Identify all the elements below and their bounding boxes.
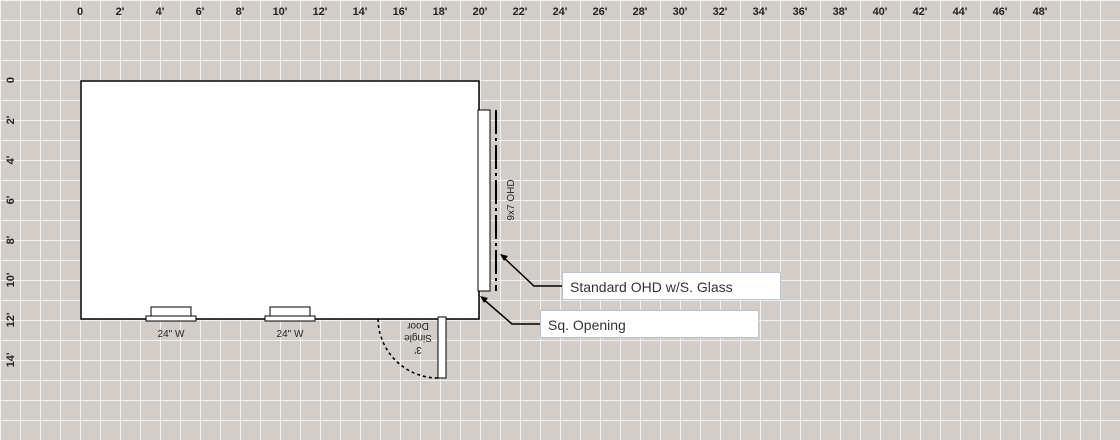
door-label-line-3: Door [406,320,428,331]
x-tick-label: 2' [116,6,125,18]
x-tick-label: 38' [833,6,848,18]
opening-leader-line [480,296,540,325]
y-ruler: 0 2' 4' 6' 8' 10' 12' 14' [5,77,17,367]
window-2-label: 24" W [277,329,304,340]
callout-ohd[interactable]: Standard OHD w/S. Glass [562,272,781,300]
y-tick-label: 12' [5,312,17,327]
x-tick-label: 18' [433,6,448,18]
x-tick-label: 30' [673,6,688,18]
window-2[interactable] [264,306,316,322]
callout-opening[interactable]: Sq. Opening [540,310,759,338]
x-tick-label: 46' [993,6,1008,18]
x-tick-label: 6' [196,6,205,18]
y-tick-label: 8' [5,235,17,244]
x-tick-label: 4' [156,6,165,18]
x-tick-label: 14' [353,6,368,18]
x-tick-label: 12' [313,6,328,18]
x-tick-label: 32' [713,6,728,18]
ohd-label: 9x7 OHD [506,179,517,220]
y-tick-label: 4' [5,155,17,164]
door-label: 3' Single Door [404,320,432,355]
x-tick-label: 22' [513,6,528,18]
x-tick-label: 44' [953,6,968,18]
x-tick-label: 34' [753,6,768,18]
x-tick-label: 36' [793,6,808,18]
x-tick-label: 42' [913,6,928,18]
y-tick-label: 14' [5,352,17,367]
door-label-line-2: Single [404,332,432,343]
ohd-leader-line [500,254,562,287]
building-outline[interactable] [80,80,480,320]
y-tick-label: 2' [5,115,17,124]
x-tick-label: 10' [273,6,288,18]
x-tick-label: 48' [1033,6,1048,18]
x-tick-label: 16' [393,6,408,18]
x-tick-label: 0 [77,6,83,18]
x-tick-label: 28' [633,6,648,18]
x-tick-label: 24' [553,6,568,18]
x-tick-label: 20' [473,6,488,18]
x-tick-label: 8' [236,6,245,18]
y-tick-label: 10' [5,272,17,287]
x-ruler: 0 2' 4' 6' 8' 10' 12' 14' 16' 18' 20' 22' 24' 26' 28' 3… [77,6,1048,18]
window-1[interactable] [145,306,197,322]
y-tick-label: 6' [5,195,17,204]
y-tick-label: 0 [5,77,17,83]
overhead-door[interactable] [477,109,497,292]
door-label-line-1: 3' [414,344,422,355]
single-door[interactable] [377,316,447,379]
x-tick-label: 40' [873,6,888,18]
window-1-label: 24" W [158,329,185,340]
x-tick-label: 26' [593,6,608,18]
